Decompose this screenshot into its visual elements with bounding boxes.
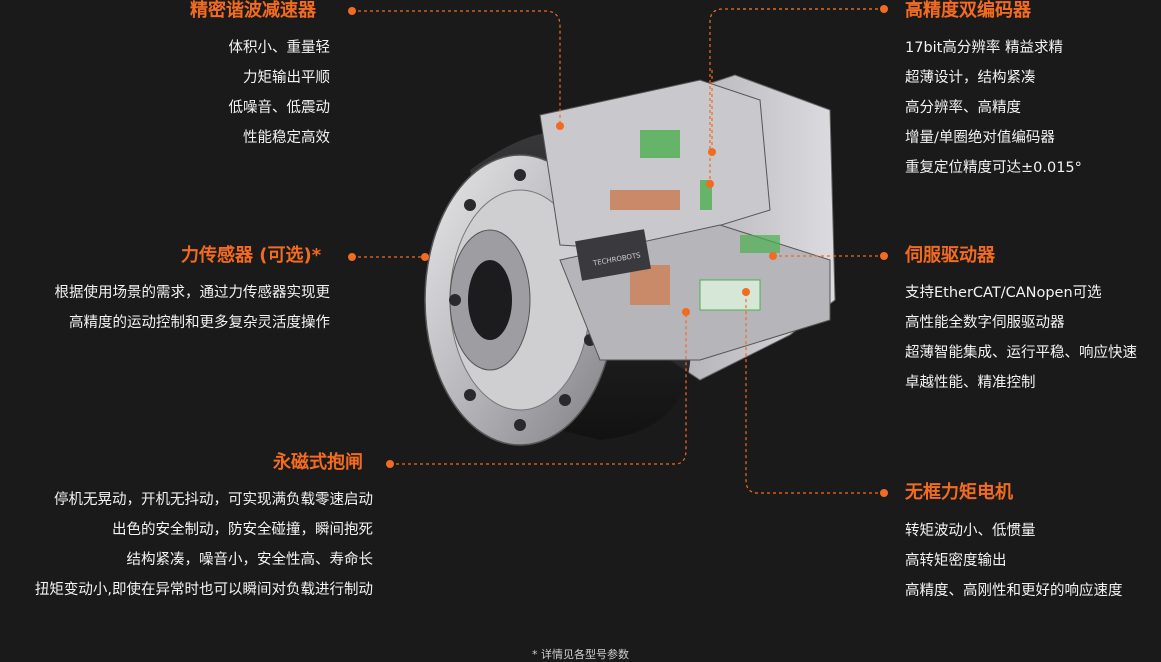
marker-motor xyxy=(880,489,888,497)
marker-encoder xyxy=(880,5,888,13)
reducer-features: 体积小、重量轻 力矩输出平顺 低噪音、低震动 性能稳定高效 xyxy=(150,33,331,153)
reducer-feature: 性能稳定高效 xyxy=(243,130,330,146)
brake-title: 永磁式抱闸 xyxy=(273,452,363,473)
motor-feature: 高精度、高刚性和更好的响应速度 xyxy=(905,583,1123,599)
encoder-feature: 超薄设计，结构紧凑 xyxy=(905,70,1036,86)
marker-driver xyxy=(880,252,888,260)
encoder-feature: 17bit高分辨率 精益求精 xyxy=(905,40,1063,56)
brake-features: 停机无晃动，开机无抖动，可实现满负载零速启动 出色的安全制动，防安全碰撞，瞬间抱… xyxy=(0,485,373,605)
driver-feature: 高性能全数字伺服驱动器 xyxy=(905,315,1065,331)
marker-reducer xyxy=(348,7,356,15)
motor-features: 转矩波动小、低惯量 高转矩密度输出 高精度、高刚性和更好的响应速度 xyxy=(905,516,1123,606)
encoder-feature: 重复定位精度可达±0.015° xyxy=(905,160,1082,176)
encoder-features: 17bit高分辨率 精益求精 超薄设计，结构紧凑 高分辨率、高精度 增量/单圈绝… xyxy=(905,33,1082,183)
motor-feature: 高转矩密度输出 xyxy=(905,553,1007,569)
sensor-feature: 根据使用场景的需求，通过力传感器实现更 xyxy=(54,285,331,301)
encoder-feature: 高分辨率、高精度 xyxy=(905,100,1021,116)
encoder-feature: 增量/单圈绝对值编码器 xyxy=(905,130,1055,146)
reducer-feature: 低噪音、低震动 xyxy=(228,100,331,116)
driver-title: 伺服驱动器 xyxy=(905,245,995,266)
encoder-title: 高精度双编码器 xyxy=(905,0,1031,21)
brake-feature: 出色的安全制动，防安全碰撞，瞬间抱死 xyxy=(112,522,373,538)
sensor-features: 根据使用场景的需求，通过力传感器实现更 高精度的运动控制和更多复杂灵活度操作 xyxy=(0,278,331,338)
driver-features: 支持EtherCAT/CANopen可选 高性能全数字伺服驱动器 超薄智能集成、… xyxy=(905,278,1137,398)
brake-feature: 停机无晃动，开机无抖动，可实现满负载零速启动 xyxy=(54,492,373,508)
reducer-title: 精密谐波减速器 xyxy=(190,0,316,21)
sensor-feature: 高精度的运动控制和更多复杂灵活度操作 xyxy=(69,315,330,331)
brake-feature: 扭矩变动小,即使在异常时也可以瞬间对负载进行制动 xyxy=(34,582,373,598)
driver-feature: 卓越性能、精准控制 xyxy=(905,375,1036,391)
driver-feature: 支持EtherCAT/CANopen可选 xyxy=(905,285,1102,301)
marker-sensor xyxy=(348,253,356,261)
driver-feature: 超薄智能集成、运行平稳、响应快速 xyxy=(905,345,1137,361)
motor-feature: 转矩波动小、低惯量 xyxy=(905,523,1036,539)
brake-feature: 结构紧凑，噪音小，安全性高、寿命长 xyxy=(126,552,374,568)
reducer-feature: 体积小、重量轻 xyxy=(228,40,331,56)
marker-brake xyxy=(386,460,394,468)
motor-title: 无框力矩电机 xyxy=(905,482,1013,503)
footnote: * 详情见各型号参数 xyxy=(532,648,629,661)
reducer-feature: 力矩输出平顺 xyxy=(243,70,330,86)
sensor-title: 力传感器 (可选)* xyxy=(181,245,322,266)
